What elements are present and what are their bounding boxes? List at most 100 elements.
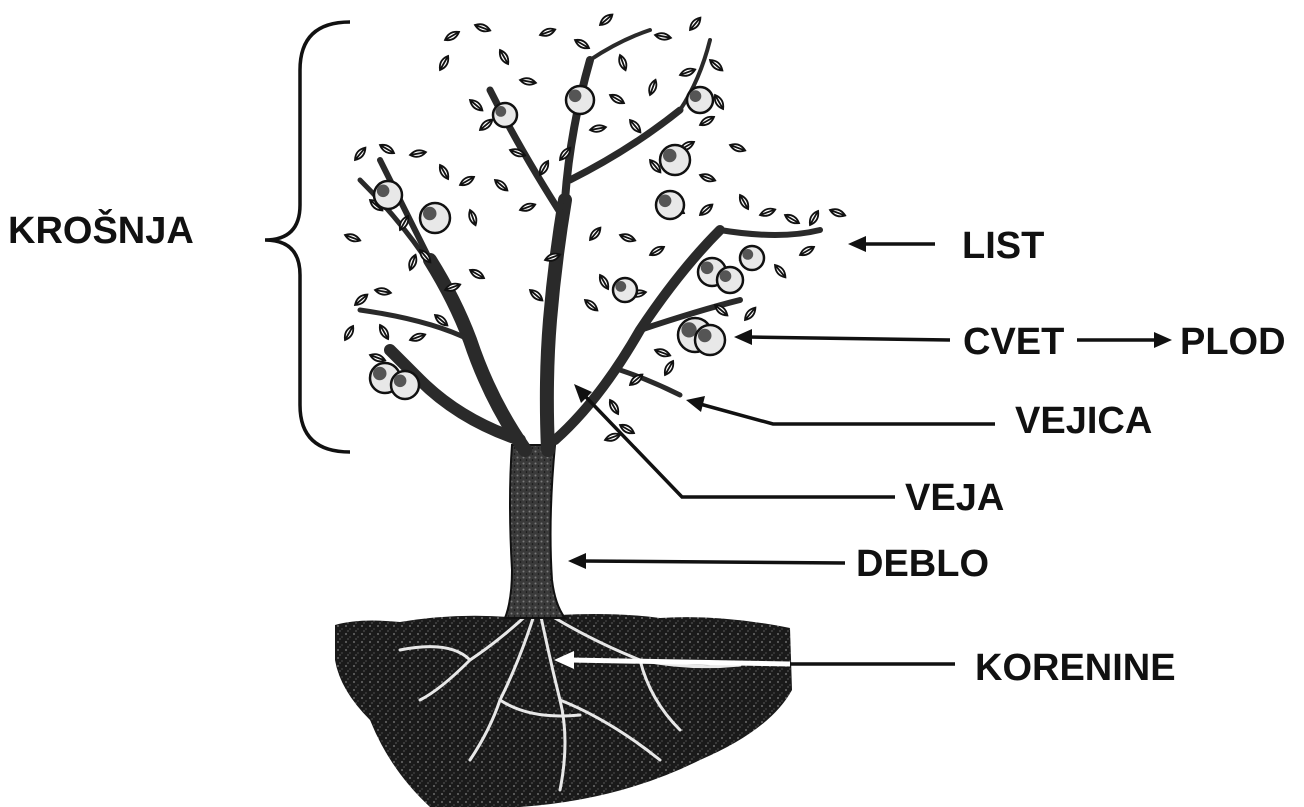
leaf-48	[648, 244, 665, 258]
leaf-6	[539, 26, 556, 37]
fruit-14	[391, 371, 419, 399]
leaf-74	[528, 288, 544, 303]
leaf-23	[537, 159, 551, 176]
crown-brace	[265, 22, 350, 452]
leaf-54	[737, 193, 751, 210]
leaf-20	[628, 118, 643, 134]
arrow-vejica	[686, 396, 995, 424]
trunk	[505, 445, 565, 618]
leaf-53	[698, 202, 714, 217]
label-veja: VEJA	[905, 477, 1004, 519]
fruit-9	[740, 246, 764, 270]
leaf-9	[617, 54, 628, 71]
leaf-45	[369, 352, 386, 363]
label-cvet: CVET	[963, 321, 1064, 363]
fruit-12	[695, 325, 725, 355]
leaf-31	[458, 174, 475, 188]
leaf-60	[773, 263, 788, 279]
fruit-shade-11	[681, 322, 696, 337]
leaf-8	[598, 12, 614, 27]
leaf-38	[407, 254, 418, 271]
fruit-shade-10	[615, 281, 626, 292]
fruit-1	[493, 103, 517, 127]
leaf-46	[588, 226, 603, 242]
arrow-cvet-plod	[1077, 332, 1172, 348]
leaf-24	[493, 178, 509, 193]
leaf-1	[474, 22, 491, 33]
leaf-3	[437, 54, 451, 71]
fruit-shade-9	[742, 249, 753, 260]
arrows	[554, 236, 1172, 669]
leaf-56	[783, 212, 800, 226]
label-list: LIST	[962, 225, 1044, 267]
fruit-shade-3	[663, 149, 677, 163]
fruit-4	[656, 191, 684, 219]
fruit-5	[420, 203, 450, 233]
leaf-28	[378, 142, 395, 156]
fruit-shade-7	[701, 262, 714, 275]
leaf-55	[759, 206, 776, 217]
arrow-list	[848, 236, 935, 252]
fruit-shade-8	[720, 270, 732, 282]
leaf-17	[647, 79, 658, 96]
label-vejica: VEJICA	[1015, 400, 1152, 442]
leaf-42	[409, 331, 426, 342]
label-korenine: KORENINE	[975, 647, 1176, 689]
fruit-shade-5	[423, 207, 437, 221]
arrow-deblo	[568, 553, 845, 569]
leaf-51	[583, 298, 599, 313]
leaf-40	[353, 292, 369, 307]
leaf-21	[478, 117, 494, 132]
leaf-64	[654, 347, 671, 358]
fruit-0	[566, 86, 594, 114]
leaf-66	[607, 398, 621, 415]
fruit-shade-14	[394, 375, 407, 388]
leaf-25	[519, 201, 536, 212]
leaf-14	[712, 93, 726, 110]
leaf-59	[798, 244, 815, 258]
label-deblo: DEBLO	[856, 543, 989, 585]
fruit-shade-4	[659, 195, 672, 208]
leaf-41	[377, 323, 391, 340]
fruit-3	[660, 145, 690, 175]
leaf-30	[437, 163, 451, 180]
fruit-shade-12	[698, 329, 712, 343]
leaf-5	[468, 98, 484, 113]
leaf-57	[807, 209, 821, 226]
leaf-18	[608, 92, 625, 106]
leaf-49	[597, 273, 611, 290]
fruit-6	[374, 181, 402, 209]
leaf-27	[353, 146, 368, 162]
fruit-shade-13	[373, 367, 387, 381]
label-krosnja: KROŠNJA	[8, 207, 194, 252]
fruit-shade-6	[377, 185, 390, 198]
leaf-70	[699, 172, 716, 183]
leaf-2	[497, 48, 511, 65]
leaf-69	[662, 359, 676, 376]
arrow-veja	[574, 384, 895, 497]
leaf-26	[467, 209, 478, 226]
leaf-4	[519, 77, 536, 86]
leaf-29	[409, 149, 426, 158]
leaf-15	[698, 114, 715, 128]
leaf-10	[654, 32, 671, 41]
label-plod: PLOD	[1180, 321, 1286, 363]
leaf-44	[342, 324, 356, 341]
fruit-10	[613, 278, 637, 302]
fruit-shade-1	[495, 106, 506, 117]
leaf-13	[679, 66, 696, 77]
leaf-19	[589, 124, 606, 133]
leaf-63	[743, 306, 758, 322]
leaf-12	[708, 58, 724, 73]
arrow-cvet	[734, 329, 950, 345]
leaf-34	[344, 232, 361, 243]
leaf-37	[468, 267, 485, 281]
fruit-2	[687, 87, 713, 113]
fruit-shade-0	[569, 90, 582, 103]
leaf-47	[619, 232, 636, 243]
leaf-16	[729, 142, 746, 153]
fruit-shade-2	[690, 90, 702, 102]
leaf-0	[443, 29, 460, 43]
fruit-8	[717, 267, 743, 293]
